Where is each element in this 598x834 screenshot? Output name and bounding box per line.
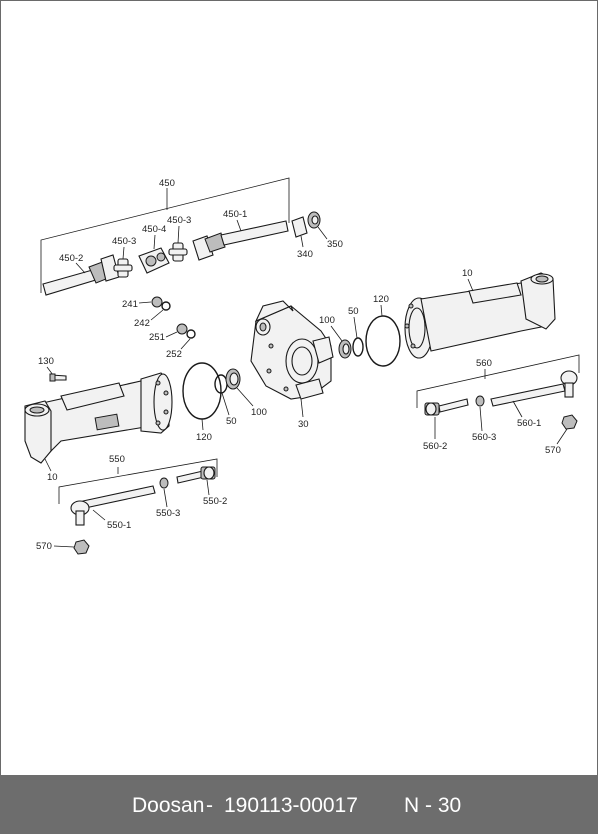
callout-10-left: 10 — [47, 472, 58, 483]
callout-350: 350 — [327, 239, 343, 250]
group-560-bracket — [416, 354, 580, 408]
differential-carrier-30 — [250, 300, 334, 400]
shaft-450-2 — [42, 254, 120, 296]
yoke-450-4 — [138, 247, 170, 274]
callout-560-2: 560-2 — [423, 441, 447, 452]
bushing-241 — [151, 296, 163, 308]
tie-rod-end-560-2 — [424, 398, 469, 416]
footer-separator: - — [206, 794, 213, 817]
callout-560-3: 560-3 — [472, 432, 496, 443]
shaft-450-1 — [192, 220, 289, 261]
seal-100-right — [338, 339, 352, 359]
footer-part-number: 190113-00017 — [224, 794, 358, 817]
axle-housing-right — [404, 272, 556, 359]
bolt-130 — [49, 373, 67, 382]
callout-30: 30 — [298, 419, 309, 430]
seal-350 — [307, 211, 321, 229]
cross-450-3-left — [113, 258, 133, 278]
tie-rod-560-1 — [490, 370, 578, 407]
callout-450: 450 — [159, 178, 175, 189]
callout-50-right: 50 — [348, 306, 359, 317]
exploded-axle-diagram: 450 450-2 450-3 450-4 450-3 450-1 340 3 — [24, 177, 580, 555]
tie-rod-550-1 — [70, 485, 156, 526]
seal-100-left — [225, 368, 241, 390]
bushing-340 — [291, 216, 308, 238]
callout-450-2: 450-2 — [59, 253, 83, 264]
callout-120-right: 120 — [373, 294, 389, 305]
callout-560-1: 560-1 — [517, 418, 541, 429]
callout-120-left: 120 — [196, 432, 212, 443]
bushing-251 — [176, 323, 188, 335]
nut-570-left — [73, 539, 90, 555]
ring-252 — [186, 329, 196, 339]
callout-450-3-right: 450-3 — [167, 215, 191, 226]
axle-housing-left — [24, 372, 173, 464]
callout-10-right: 10 — [462, 268, 473, 279]
callout-560: 560 — [476, 358, 492, 369]
callout-450-3-left: 450-3 — [112, 236, 136, 247]
o-ring-120-right — [365, 315, 401, 367]
callout-550-2: 550-2 — [203, 496, 227, 507]
ring-242 — [161, 301, 171, 311]
o-ring-120-left — [182, 362, 222, 420]
callout-550-1: 550-1 — [107, 520, 131, 531]
callout-570-left: 570 — [36, 541, 52, 552]
callout-252: 252 — [166, 349, 182, 360]
footer-brand: Doosan — [132, 794, 205, 817]
callout-450-4: 450-4 — [142, 224, 166, 235]
callout-50-left: 50 — [226, 416, 237, 427]
footer-bar: Doosan - 190113-00017 N - 30 — [0, 775, 598, 834]
callout-241: 241 — [122, 299, 138, 310]
group-450-bracket — [40, 177, 290, 293]
callout-340: 340 — [297, 249, 313, 260]
tie-rod-end-550-2 — [176, 466, 216, 484]
o-ring-50-right — [352, 337, 364, 357]
callout-550: 550 — [109, 454, 125, 465]
callout-100-left: 100 — [251, 407, 267, 418]
footer-page: N - 30 — [404, 794, 462, 817]
callout-100-right: 100 — [319, 315, 335, 326]
callout-550-3: 550-3 — [156, 508, 180, 519]
nut-570-right — [561, 414, 578, 430]
nut-560-3 — [475, 395, 485, 407]
callout-242: 242 — [134, 318, 150, 329]
diagram-frame: 450 450-2 450-3 450-4 450-3 450-1 340 3 — [0, 0, 598, 776]
callout-450-1: 450-1 — [223, 209, 247, 220]
callout-570-right: 570 — [545, 445, 561, 456]
callout-251: 251 — [149, 332, 165, 343]
cross-450-3-right — [168, 242, 188, 262]
group-550-bracket — [58, 458, 218, 504]
callout-130: 130 — [38, 356, 54, 367]
nut-550-3 — [159, 477, 169, 489]
